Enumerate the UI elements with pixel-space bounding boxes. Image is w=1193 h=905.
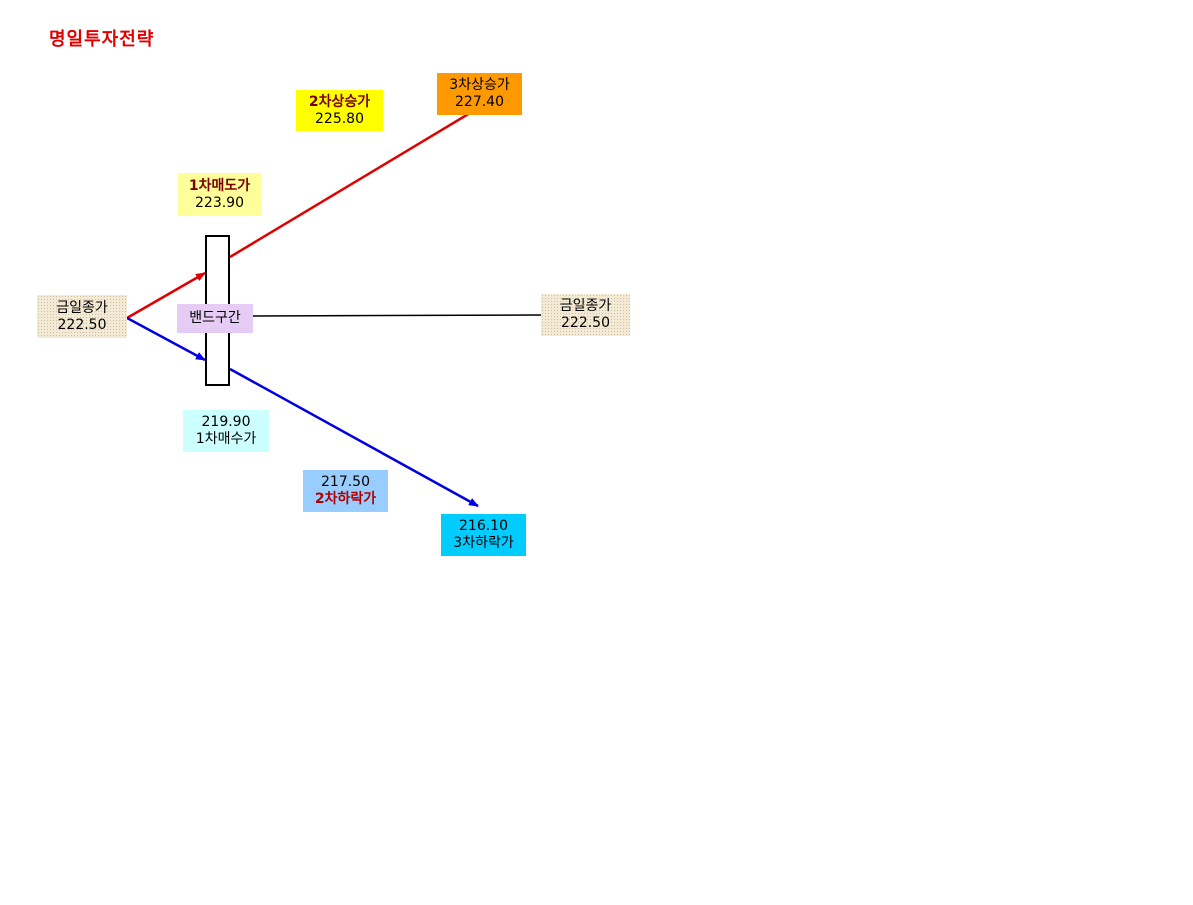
up3-box: 3차상승가 227.40	[437, 73, 522, 115]
down3-box: 216.10 3차하락가	[441, 514, 526, 556]
close-left-label: 금일종가	[56, 299, 108, 316]
close-right-value: 222.50	[561, 315, 610, 331]
sell1-value: 223.90	[195, 194, 244, 211]
arrow-close-to-sell1	[126, 271, 206, 320]
close-price-right-box: 금일종가 222.50	[541, 294, 630, 336]
up2-label: 2차상승가	[308, 93, 371, 110]
up2-box: 2차상승가 225.80	[296, 90, 383, 131]
buy1-value: 219.90	[201, 414, 251, 430]
close-right-label: 금일종가	[559, 298, 612, 314]
line-sell1-to-up3	[229, 111, 471, 259]
down2-box: 217.50 2차하락가	[303, 470, 388, 512]
down3-value: 216.10	[459, 518, 508, 534]
arrow-close-to-buy1	[126, 316, 206, 362]
down2-label: 2차하락가	[314, 491, 377, 507]
sell1-label: 1차매도가	[188, 177, 251, 194]
down3-label: 3차하락가	[453, 535, 514, 551]
close-left-value: 222.50	[57, 316, 107, 333]
page-title: 명일투자전략	[49, 29, 155, 50]
arrow-buy1-to-down3	[229, 367, 479, 508]
down2-value: 217.50	[321, 474, 370, 490]
up3-value: 227.40	[455, 94, 504, 110]
line-close-horizontal	[251, 314, 542, 317]
sell1-box: 1차매도가 223.90	[178, 173, 261, 216]
up3-label: 3차상승가	[449, 77, 510, 93]
up2-value: 225.80	[315, 110, 364, 127]
band-label-box: 밴드구간	[177, 304, 253, 333]
band-label: 밴드구간	[189, 310, 241, 326]
buy1-label: 1차매수가	[195, 431, 257, 447]
buy1-box: 219.90 1차매수가	[183, 410, 269, 452]
close-price-left-box: 금일종가 222.50	[37, 295, 127, 338]
